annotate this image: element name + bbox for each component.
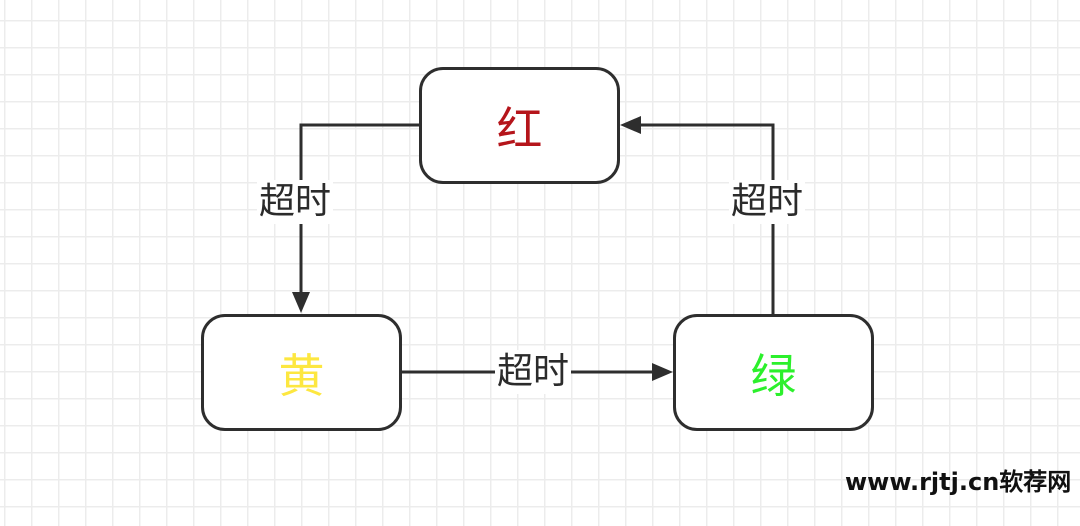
state-label-yellow: 黄	[278, 348, 325, 403]
edge-green-to-red	[630, 123, 775, 314]
state-node-yellow: 黄	[201, 314, 402, 431]
arrowhead-yellow-to-green	[652, 363, 673, 381]
state-label-green: 绿	[750, 348, 797, 403]
edge-label-yellow-to-green: 超时	[495, 350, 572, 394]
arrowhead-red-to-yellow	[292, 292, 310, 313]
state-label-red: 红	[496, 101, 543, 156]
state-node-red: 红	[419, 67, 620, 184]
state-node-green: 绿	[673, 314, 874, 431]
watermark: www.rjtj.cn软荐网	[845, 468, 1072, 496]
arrowhead-green-to-red	[620, 116, 641, 134]
edge-label-red-to-yellow: 超时	[257, 180, 334, 224]
edge-red-to-yellow	[299, 123, 419, 304]
edge-label-green-to-red: 超时	[729, 180, 806, 224]
